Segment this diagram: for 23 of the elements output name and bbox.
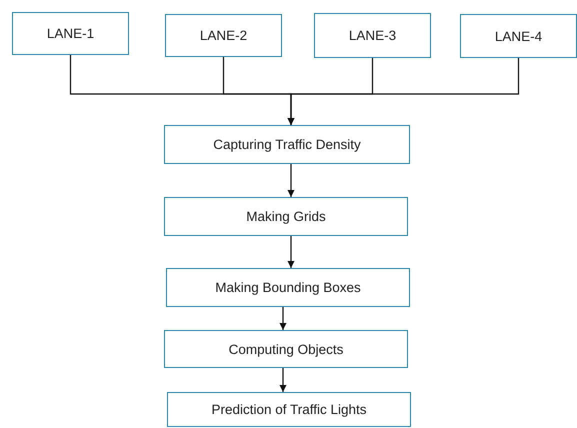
box-label: Making Bounding Boxes [215, 280, 361, 295]
arrow [287, 164, 295, 197]
box-label: LANE-3 [348, 28, 396, 43]
process-box [314, 13, 431, 58]
process-box [167, 392, 411, 427]
arrow [287, 236, 295, 268]
box-label: LANE-1 [46, 26, 94, 41]
arrow [279, 368, 287, 392]
process-box [164, 197, 408, 236]
box-label: Prediction of Traffic Lights [211, 402, 367, 417]
box-label: Capturing Traffic Density [213, 137, 361, 152]
arrow [279, 307, 287, 330]
box-label: Making Grids [246, 209, 326, 224]
box-label: LANE-4 [494, 28, 542, 44]
process-box [166, 268, 410, 307]
process-box [12, 12, 129, 55]
process-box [164, 125, 410, 164]
box-label: Computing Objects [228, 342, 344, 356]
process-box [460, 14, 577, 58]
arrow [287, 58, 520, 125]
process-box [165, 14, 282, 57]
box-label: LANE-2 [200, 28, 248, 43]
process-box [164, 330, 408, 368]
